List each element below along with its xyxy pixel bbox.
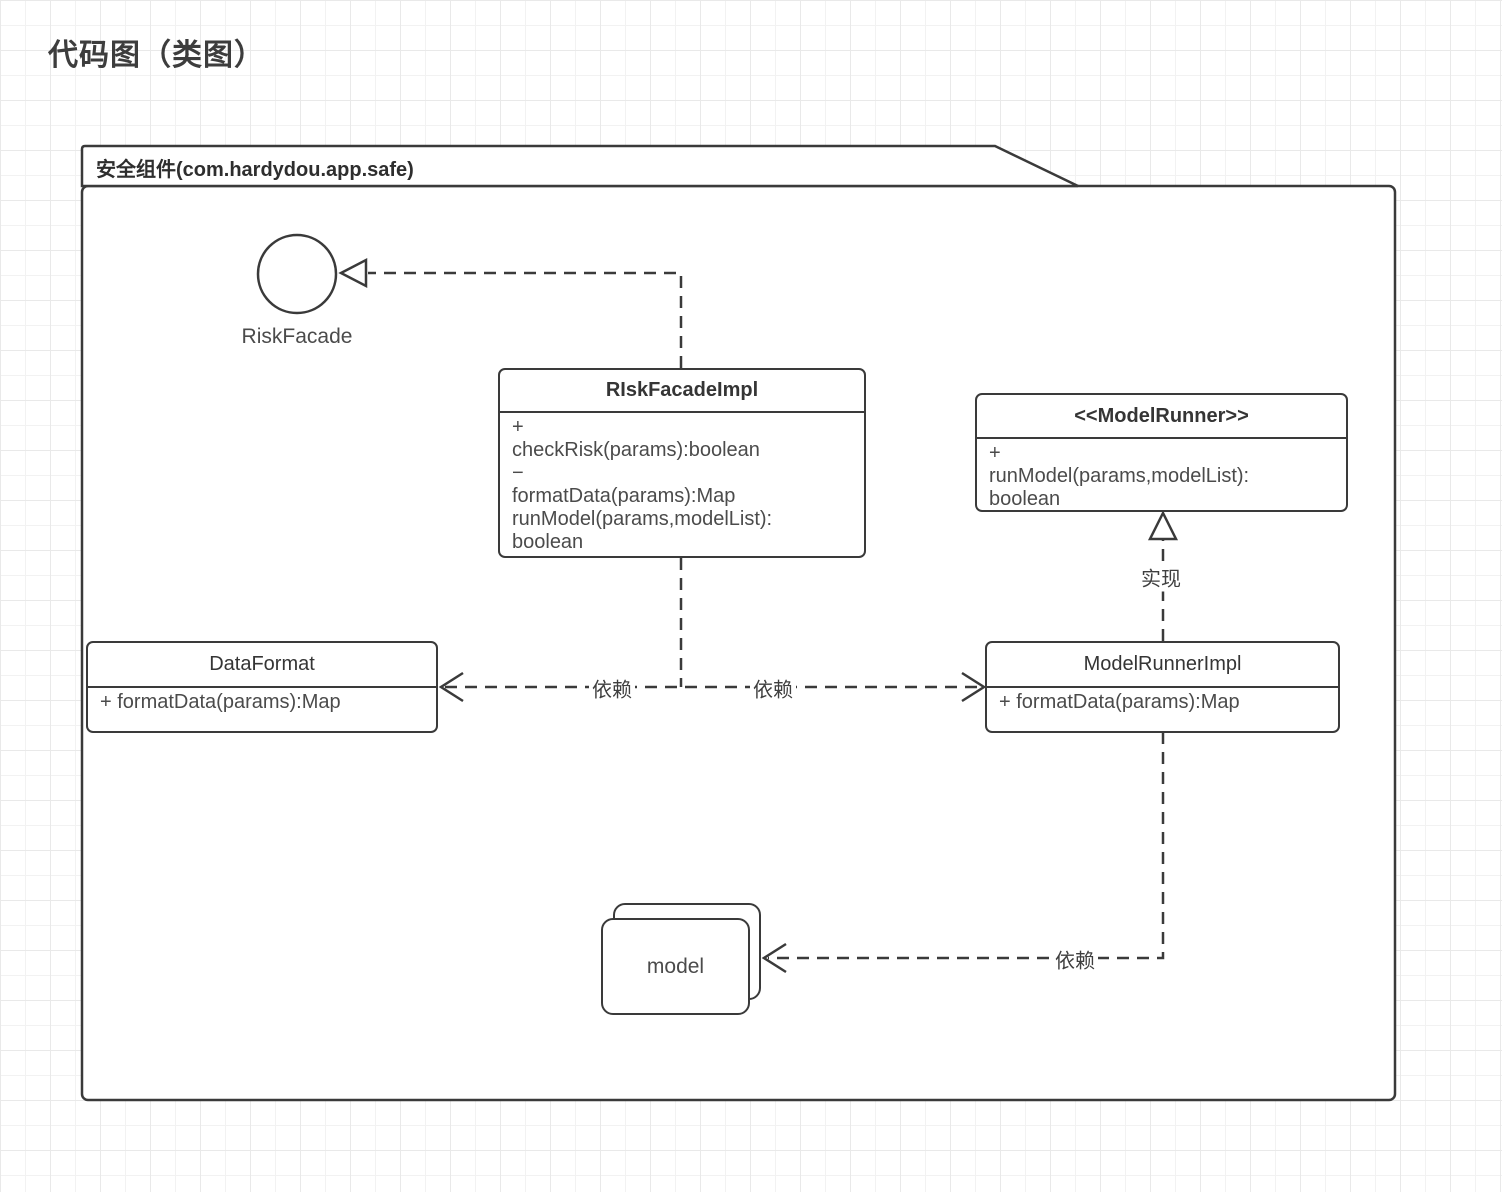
class-riskfacadeimpl[interactable]: RIskFacadeImpl +checkRisk(params):boolea… (498, 368, 866, 558)
open-triangle-arrowhead-up (1147, 510, 1179, 541)
class-dataformat[interactable]: DataFormat + formatData(params):Map (86, 641, 438, 733)
class-body-line: formatData(params):Map (512, 485, 736, 507)
edge-label-dependency-left[interactable]: 依赖 (589, 673, 635, 703)
page-title: 代码图（类图） (48, 39, 265, 72)
class-riskfacadeimpl-body: +checkRisk(params):boolean−formatData(pa… (500, 413, 864, 557)
edge-label-dependency-bottom[interactable]: 依赖 (1052, 944, 1098, 974)
interface-modelrunner-body: +runModel(params,modelList):boolean (977, 439, 1346, 514)
class-dataformat-title: DataFormat (88, 643, 436, 688)
edge-impl-to-facade[interactable] (368, 271, 683, 368)
class-modelrunnerimpl[interactable]: ModelRunnerImpl + formatData(params):Map (985, 641, 1340, 733)
interface-circle-riskfacade[interactable] (256, 233, 338, 315)
package-label: 安全组件(com.hardydou.app.safe) (96, 158, 414, 181)
class-riskfacadeimpl-title: RIskFacadeImpl (500, 370, 864, 413)
class-dataformat-body: + formatData(params):Map (88, 688, 436, 717)
open-arrowhead-to-dataformat (438, 671, 464, 703)
edge-label-realization[interactable]: 实现 (1138, 562, 1184, 592)
component-model[interactable]: model (601, 918, 750, 1015)
class-body-line: + (989, 442, 1001, 464)
interface-modelrunner[interactable]: <<ModelRunner>> +runModel(params,modelLi… (975, 393, 1348, 512)
class-body-line: runModel(params,modelList): (989, 465, 1250, 487)
class-body-line: checkRisk(params):boolean (512, 439, 760, 461)
class-modelrunnerimpl-body: + formatData(params):Map (987, 688, 1338, 717)
class-modelrunnerimpl-title: ModelRunnerImpl (987, 643, 1338, 688)
edge-label-dependency-right[interactable]: 依赖 (750, 673, 796, 703)
open-arrowhead-to-model (761, 942, 787, 974)
class-body-line: − (512, 462, 524, 484)
class-body-line: boolean (512, 531, 584, 553)
class-body-line: + formatData(params):Map (100, 691, 341, 713)
edge-runnerimpl-to-model[interactable] (768, 732, 1165, 960)
open-arrowhead-to-runnerimpl (961, 671, 987, 703)
class-body-line: boolean (989, 488, 1061, 510)
class-body-line: runModel(params,modelList): (512, 508, 773, 530)
class-body-line: + (512, 416, 524, 438)
interface-modelrunner-title: <<ModelRunner>> (977, 395, 1346, 439)
class-body-line: + formatData(params):Map (999, 691, 1240, 713)
open-triangle-arrowhead-left (338, 257, 368, 289)
riskfacade-label: RiskFacade (241, 325, 353, 348)
